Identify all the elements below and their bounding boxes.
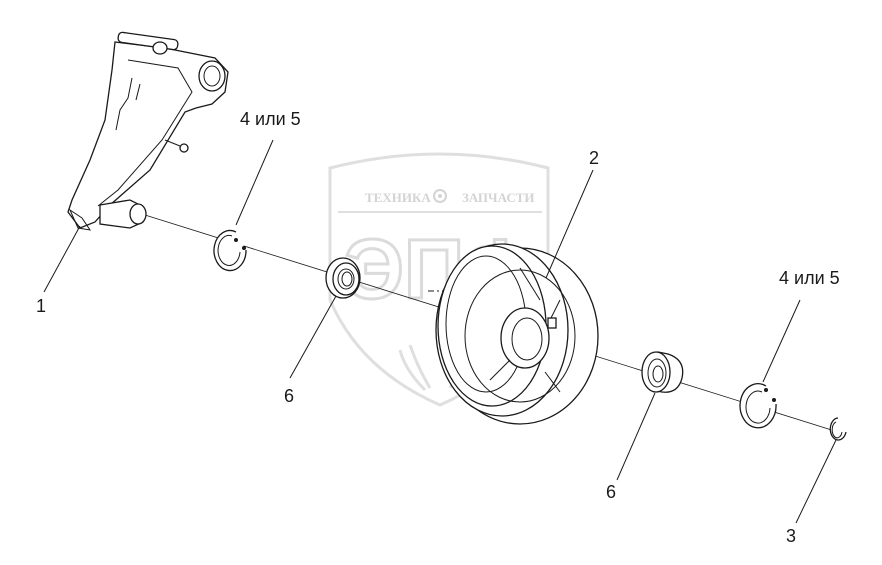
retaining-ring-right: [739, 383, 777, 429]
leader-lines: [43, 139, 837, 524]
callout-wheel: 2: [589, 148, 599, 168]
watermark-text-right: ЗАПЧАСТИ: [462, 190, 535, 205]
small-retaining-ring: [829, 417, 847, 441]
callout-bearing-right: 6: [606, 482, 616, 502]
bearing-left: [325, 257, 361, 299]
callout-ring-right: 4 или 5: [779, 268, 840, 288]
wheel: [428, 243, 599, 425]
callout-small-ring: 3: [786, 526, 796, 546]
callout-bearing-left: 6: [284, 386, 294, 406]
swing-arm: [67, 31, 229, 231]
callout-ring-left: 4 или 5: [240, 109, 301, 129]
callout-arm: 1: [36, 296, 46, 316]
watermark-text-left: ТЕХНИКА: [365, 190, 431, 205]
retaining-ring-left: [213, 229, 247, 272]
gear-icon: [433, 189, 447, 203]
bearing-right: [641, 351, 684, 393]
